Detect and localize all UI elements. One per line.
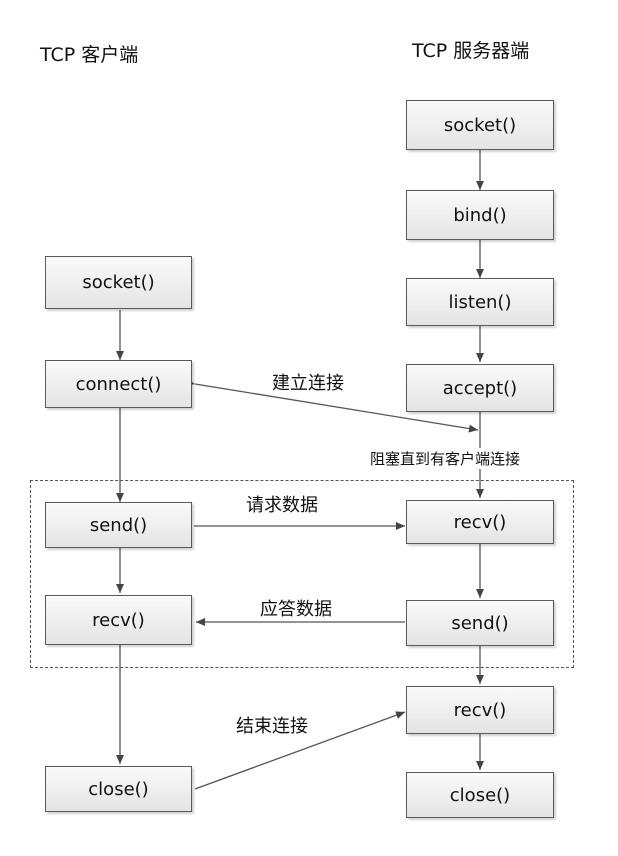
client-connect-box: connect() <box>45 360 192 408</box>
server-accept-box: accept() <box>406 364 554 412</box>
client-close-box: close() <box>45 766 192 812</box>
response-label: 应答数据 <box>260 599 332 620</box>
server-recv2-box: recv() <box>406 686 554 734</box>
client-socket-box: socket() <box>45 256 192 309</box>
client-send-box: send() <box>45 502 192 548</box>
server-bind-box: bind() <box>406 190 554 240</box>
server-socket-box: socket() <box>406 100 554 150</box>
request-label: 请求数据 <box>246 495 318 516</box>
data-exchange-region <box>30 480 574 668</box>
server-listen-box: listen() <box>406 278 554 326</box>
server-close-box: close() <box>406 772 554 818</box>
client-title: TCP 客户端 <box>40 44 139 66</box>
client-recv-box: recv() <box>45 595 192 645</box>
blocking-label: 阻塞直到有客户端连接 <box>370 448 521 469</box>
server-title: TCP 服务器端 <box>412 40 530 62</box>
close-label: 结束连接 <box>236 716 308 737</box>
server-recv-box: recv() <box>406 500 554 544</box>
server-send-box: send() <box>406 600 554 646</box>
connect-label: 建立连接 <box>272 373 344 394</box>
